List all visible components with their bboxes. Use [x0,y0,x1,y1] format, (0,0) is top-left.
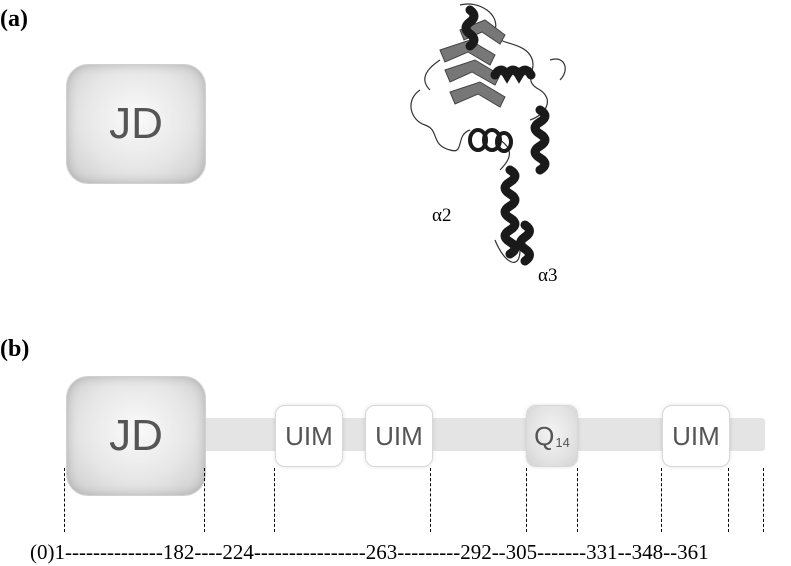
uim-domain-1: UIM [275,405,343,467]
tick-position-1 [64,468,65,532]
tick-position-305 [577,468,578,532]
alpha3-label: α3 [538,265,558,286]
tick-position-182 [204,468,205,532]
josephin-domain-box-a: JD [66,64,206,184]
polyq-label: Q [534,420,555,451]
protein-structure-image [410,3,566,266]
tick-position-361 [763,468,764,532]
tick-position-292 [526,468,527,532]
josephin-domain-box-b: JD [66,376,206,496]
alpha2-label: α2 [432,205,452,226]
polyq-subscript: 14 [555,434,570,450]
residue-position-axis: (0)1--------------182----224------------… [30,540,709,564]
tick-position-348 [728,468,729,532]
tick-position-263 [430,468,431,532]
panel-b-label: (b) [0,336,30,362]
uim-domain-2: UIM [365,405,433,467]
panel-a-label: (a) [0,6,28,32]
tick-position-331 [661,468,662,532]
tick-position-224 [274,468,275,532]
uim-domain-3: UIM [662,405,730,467]
